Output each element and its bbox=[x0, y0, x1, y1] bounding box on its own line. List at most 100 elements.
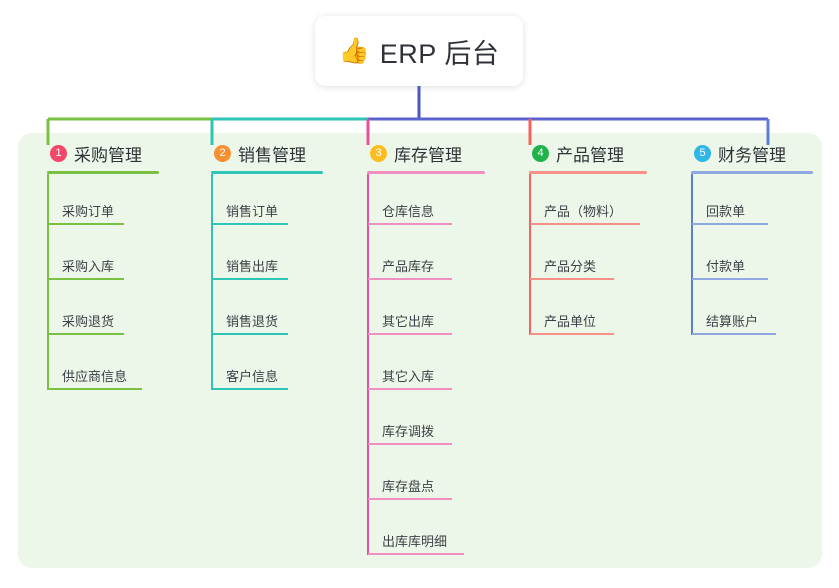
thumbs-up-icon: 👍 bbox=[338, 36, 370, 65]
leaf-node[interactable]: 销售订单 bbox=[200, 174, 350, 229]
leaf-node[interactable]: 产品单位 bbox=[518, 284, 678, 339]
leaf-node-label: 结算账户 bbox=[706, 314, 759, 329]
leaf-node-label: 客户信息 bbox=[226, 369, 279, 384]
branch-spine-5 bbox=[691, 174, 693, 335]
branch-items-3: 仓库信息产品库存其它出库其它入库库存调拨库存盘点出库库明细 bbox=[356, 174, 516, 559]
leaf-node[interactable]: 产品分类 bbox=[518, 229, 678, 284]
leaf-node-label: 库存调拨 bbox=[382, 424, 435, 439]
leaf-node-label: 销售订单 bbox=[226, 204, 279, 219]
leaf-node-label: 仓库信息 bbox=[382, 204, 435, 219]
leaf-node[interactable]: 产品库存 bbox=[356, 229, 516, 284]
leaf-node-underline bbox=[48, 223, 124, 225]
branch-title-3: 库存管理 bbox=[394, 145, 462, 165]
leaf-node-underline bbox=[368, 388, 452, 390]
leaf-node-underline bbox=[530, 223, 640, 225]
branch-title-5: 财务管理 bbox=[718, 145, 786, 165]
branch-spine-3 bbox=[367, 174, 369, 555]
leaf-node-underline bbox=[212, 223, 288, 225]
leaf-node-underline bbox=[692, 333, 776, 335]
leaf-node-label: 产品（物料） bbox=[544, 204, 623, 219]
leaf-node[interactable]: 采购订单 bbox=[36, 174, 186, 229]
branch-column-1: 1 采购管理采购订单采购入库采购退货供应商信息 bbox=[36, 140, 186, 394]
branch-items-4: 产品（物料） 产品分类产品单位 bbox=[518, 174, 678, 339]
branch-header-1[interactable]: 1 采购管理 bbox=[36, 140, 186, 166]
branch-header-underline-2 bbox=[211, 171, 323, 174]
leaf-node-label: 出库库明细 bbox=[382, 534, 448, 549]
root-node-card[interactable]: 👍 ERP 后台 bbox=[315, 16, 523, 86]
leaf-node-underline bbox=[368, 498, 452, 500]
leaf-node-underline bbox=[48, 388, 142, 390]
branch-badge-4: 4 bbox=[532, 144, 549, 162]
branch-spine-2 bbox=[211, 174, 213, 390]
leaf-node-label: 产品分类 bbox=[544, 259, 597, 274]
leaf-node-label: 其它出库 bbox=[382, 314, 435, 329]
leaf-node-label: 供应商信息 bbox=[62, 369, 128, 384]
branch-header-underline-5 bbox=[691, 171, 813, 174]
leaf-node-label: 产品单位 bbox=[544, 314, 597, 329]
branch-header-4[interactable]: 4 产品管理 bbox=[518, 140, 678, 166]
branch-badge-3: 3 bbox=[370, 144, 387, 162]
leaf-node[interactable]: 库存盘点 bbox=[356, 449, 516, 504]
leaf-node-label: 采购退货 bbox=[62, 314, 115, 329]
leaf-node[interactable]: 出库库明细 bbox=[356, 504, 516, 559]
branch-header-underline-1 bbox=[47, 171, 159, 174]
branch-items-5: 回款单付款单结算账户 bbox=[680, 174, 830, 339]
leaf-node[interactable]: 客户信息 bbox=[200, 339, 350, 394]
branch-header-3[interactable]: 3 库存管理 bbox=[356, 140, 516, 166]
branch-badge-1: 1 bbox=[50, 144, 67, 162]
branch-spine-1 bbox=[47, 174, 49, 390]
leaf-node[interactable]: 采购入库 bbox=[36, 229, 186, 284]
branch-title-2: 销售管理 bbox=[238, 145, 306, 165]
leaf-node-underline bbox=[692, 223, 768, 225]
leaf-node[interactable]: 回款单 bbox=[680, 174, 830, 229]
leaf-node[interactable]: 库存调拨 bbox=[356, 394, 516, 449]
leaf-node-label: 回款单 bbox=[706, 204, 746, 219]
leaf-node-underline bbox=[692, 278, 768, 280]
leaf-node[interactable]: 其它入库 bbox=[356, 339, 516, 394]
branch-header-underline-4 bbox=[529, 171, 647, 174]
branch-badge-2: 2 bbox=[214, 144, 231, 162]
leaf-node[interactable]: 销售退货 bbox=[200, 284, 350, 339]
leaf-node[interactable]: 仓库信息 bbox=[356, 174, 516, 229]
leaf-node[interactable]: 其它出库 bbox=[356, 284, 516, 339]
branch-header-underline-3 bbox=[367, 171, 485, 174]
leaf-node-underline bbox=[368, 278, 452, 280]
branches-panel bbox=[18, 133, 822, 568]
branch-column-2: 2 销售管理销售订单销售出库销售退货客户信息 bbox=[200, 140, 350, 394]
leaf-node[interactable]: 产品（物料） bbox=[518, 174, 678, 229]
branch-spine-4 bbox=[529, 174, 531, 335]
leaf-node-underline bbox=[530, 333, 614, 335]
leaf-node-label: 销售退货 bbox=[226, 314, 279, 329]
leaf-node-label: 库存盘点 bbox=[382, 479, 435, 494]
leaf-node-underline bbox=[212, 278, 288, 280]
leaf-node-underline bbox=[368, 333, 452, 335]
leaf-node-underline bbox=[530, 278, 614, 280]
branch-column-3: 3 库存管理仓库信息产品库存其它出库其它入库库存调拨库存盘点出库库明细 bbox=[356, 140, 516, 559]
leaf-node[interactable]: 供应商信息 bbox=[36, 339, 186, 394]
leaf-node-underline bbox=[212, 388, 288, 390]
leaf-node-label: 采购入库 bbox=[62, 259, 115, 274]
branch-title-1: 采购管理 bbox=[74, 145, 142, 165]
root-node-title: ERP 后台 bbox=[379, 38, 500, 69]
branch-title-4: 产品管理 bbox=[556, 145, 624, 165]
leaf-node-underline bbox=[368, 223, 452, 225]
leaf-node-underline bbox=[368, 553, 464, 555]
leaf-node[interactable]: 付款单 bbox=[680, 229, 830, 284]
leaf-node-label: 销售出库 bbox=[226, 259, 279, 274]
branch-header-2[interactable]: 2 销售管理 bbox=[200, 140, 350, 166]
leaf-node-underline bbox=[48, 278, 124, 280]
branch-items-1: 采购订单采购入库采购退货供应商信息 bbox=[36, 174, 186, 394]
leaf-node-underline bbox=[368, 443, 452, 445]
leaf-node-label: 其它入库 bbox=[382, 369, 435, 384]
branch-items-2: 销售订单销售出库销售退货客户信息 bbox=[200, 174, 350, 394]
leaf-node[interactable]: 采购退货 bbox=[36, 284, 186, 339]
leaf-node[interactable]: 结算账户 bbox=[680, 284, 830, 339]
leaf-node-underline bbox=[212, 333, 288, 335]
leaf-node-underline bbox=[48, 333, 124, 335]
leaf-node-label: 付款单 bbox=[706, 259, 746, 274]
branch-column-4: 4 产品管理产品（物料） 产品分类产品单位 bbox=[518, 140, 678, 339]
leaf-node[interactable]: 销售出库 bbox=[200, 229, 350, 284]
